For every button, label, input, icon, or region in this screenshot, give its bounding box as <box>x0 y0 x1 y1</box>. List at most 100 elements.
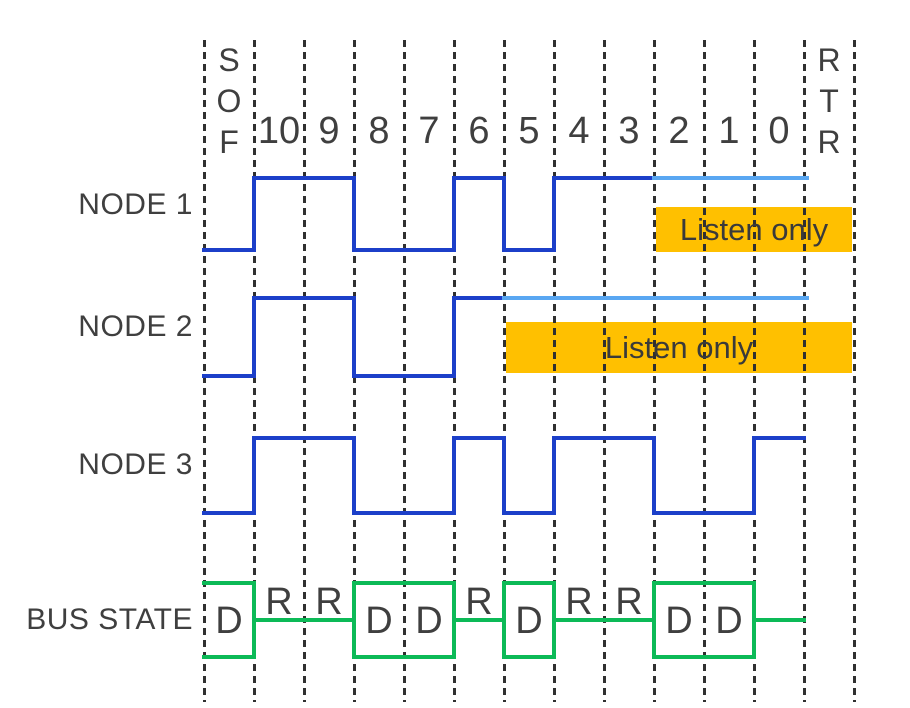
bus-box-bottom <box>202 655 256 659</box>
waveform-segment <box>302 176 356 180</box>
bus-line <box>752 618 806 622</box>
bus-line <box>452 618 506 622</box>
waveform-segment <box>452 436 506 440</box>
bit-number: 1 <box>718 109 740 152</box>
grid-line <box>502 40 506 702</box>
waveform-segment <box>502 511 556 515</box>
rtr-label-letter: R <box>817 123 841 160</box>
grid-line <box>302 40 306 702</box>
listen-line <box>652 176 809 180</box>
waveform-segment <box>352 511 406 515</box>
bit-number: 2 <box>668 109 690 152</box>
bus-box-left <box>352 581 356 659</box>
waveform-segment <box>452 176 506 180</box>
grid-line <box>852 40 856 702</box>
waveform-edge <box>552 176 556 252</box>
bus-state-letter: R <box>565 580 593 623</box>
bus-box-top <box>502 581 556 585</box>
bus-state-letter: R <box>315 580 343 623</box>
bus-state-letter: D <box>415 599 443 642</box>
bit-number: 4 <box>568 109 590 152</box>
bus-state-letter: D <box>665 599 693 642</box>
waveform-edge <box>552 436 556 515</box>
waveform-edge <box>252 176 256 252</box>
waveform-segment <box>202 511 256 515</box>
waveform-edge <box>502 436 506 515</box>
waveform-segment <box>352 374 406 378</box>
waveform-edge <box>452 296 456 378</box>
bus-box-left <box>502 581 506 659</box>
waveform-segment <box>652 511 706 515</box>
waveform-edge <box>752 436 756 515</box>
bus-state-letter: D <box>715 599 743 642</box>
grid-line <box>202 40 206 702</box>
waveform-segment <box>252 176 306 180</box>
bus-box-top <box>352 581 456 585</box>
waveform-edge <box>352 436 356 515</box>
rtr-label-letter: T <box>819 82 839 119</box>
bus-box-bottom <box>502 655 556 659</box>
listen-only-label: Listen only <box>679 211 829 247</box>
listen-only-label: Listen only <box>604 329 754 365</box>
node-label: NODE 2 <box>78 310 193 343</box>
waveform-segment <box>252 296 306 300</box>
waveform-segment <box>502 248 556 252</box>
grid-line <box>602 40 606 702</box>
node-label: NODE 1 <box>78 188 193 221</box>
bit-number: 7 <box>418 109 440 152</box>
grid-line <box>752 40 756 702</box>
waveform-segment <box>202 374 256 378</box>
node-label: NODE 3 <box>78 448 193 481</box>
waveform-segment <box>752 436 806 440</box>
bit-number: 10 <box>257 109 301 152</box>
bit-number: 5 <box>518 109 540 152</box>
waveform-segment <box>602 176 656 180</box>
sof-label-letter: S <box>218 41 240 78</box>
bus-box-bottom <box>652 655 756 659</box>
waveform-edge <box>502 176 506 252</box>
waveform-segment <box>702 511 756 515</box>
waveform-edge <box>352 176 356 252</box>
waveform-edge <box>252 296 256 378</box>
waveform-edge <box>652 436 656 515</box>
waveform-edge <box>352 296 356 378</box>
grid-line <box>552 40 556 702</box>
bus-label: BUS STATE <box>26 603 193 636</box>
grid-line <box>802 40 806 702</box>
bus-box-left <box>652 581 656 659</box>
grid-line <box>652 40 656 702</box>
bit-number: 3 <box>618 109 640 152</box>
bit-number: 9 <box>318 109 340 152</box>
bus-state-letter: R <box>265 580 293 623</box>
bus-state-letter: R <box>615 580 643 623</box>
bus-state-letter: D <box>365 599 393 642</box>
waveform-segment <box>602 436 656 440</box>
waveform-segment <box>552 176 606 180</box>
sof-label-letter: F <box>219 123 239 160</box>
waveform-segment <box>452 296 506 300</box>
waveform-segment <box>402 248 456 252</box>
waveform-segment <box>252 436 306 440</box>
listen-line <box>502 296 809 300</box>
bus-box-top <box>202 581 256 585</box>
grid-line <box>702 40 706 702</box>
waveform-edge <box>252 436 256 515</box>
bus-line <box>552 618 656 622</box>
bit-number: 8 <box>368 109 390 152</box>
bit-number: 6 <box>468 109 490 152</box>
waveform-edge <box>452 436 456 515</box>
waveform-segment <box>402 374 456 378</box>
bit-number: 0 <box>768 109 790 152</box>
bus-line <box>252 618 356 622</box>
bus-state-letter: R <box>465 580 493 623</box>
waveform-edge <box>452 176 456 252</box>
sof-label-letter: O <box>216 82 242 119</box>
bus-box-bottom <box>352 655 456 659</box>
bus-state-letter: D <box>215 599 243 642</box>
waveform-segment <box>302 296 356 300</box>
grid-line <box>402 40 406 702</box>
waveform-segment <box>202 248 256 252</box>
waveform-segment <box>302 436 356 440</box>
waveform-segment <box>402 511 456 515</box>
